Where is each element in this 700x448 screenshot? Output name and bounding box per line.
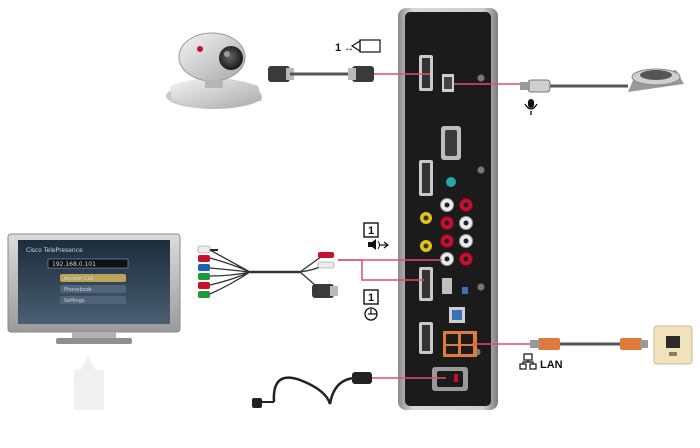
microphone-label-icon bbox=[524, 99, 538, 115]
video-box-number: 1 bbox=[368, 292, 374, 304]
screw bbox=[477, 74, 485, 82]
camera-icon bbox=[166, 32, 262, 109]
lan-cable bbox=[530, 338, 648, 350]
screen-menu-item bbox=[60, 296, 126, 304]
screw bbox=[477, 166, 485, 174]
audio-icon bbox=[368, 239, 389, 250]
screen-field: 192.168.0.101 bbox=[52, 261, 96, 268]
usb-port bbox=[442, 278, 452, 294]
audio-jack bbox=[446, 177, 456, 187]
screen-menu-item-0: Answer Call bbox=[64, 276, 93, 282]
audio-box-number: 1 bbox=[368, 225, 374, 237]
video-input-icon bbox=[364, 307, 378, 321]
lan-icon bbox=[519, 353, 537, 370]
camera-cable bbox=[268, 66, 374, 82]
monitor-icon: Cisco TelePresence 192.168.0.101 Answer … bbox=[7, 233, 181, 344]
screen-menu-item bbox=[60, 274, 126, 282]
microphone-cable bbox=[520, 79, 628, 93]
lan-text: LAN bbox=[540, 359, 563, 371]
power-plug-icon bbox=[252, 372, 372, 408]
audio-output-label: 1 bbox=[363, 222, 389, 250]
component-cable bbox=[197, 245, 338, 298]
screen-menu-item-1: Phonebook bbox=[64, 287, 92, 293]
wall-jack-icon bbox=[653, 325, 693, 365]
screen-menu-item bbox=[60, 285, 126, 293]
camera-port-label: 1 ↔ bbox=[335, 39, 381, 54]
video-camera-icon bbox=[359, 39, 381, 53]
lan-label: LAN bbox=[519, 353, 563, 371]
camera-port-number: 1 bbox=[335, 42, 341, 54]
screw bbox=[477, 283, 485, 291]
microphone-icon bbox=[628, 68, 684, 92]
video-input-label: 1 bbox=[363, 289, 379, 321]
screen-title: Cisco TelePresence bbox=[26, 247, 83, 254]
monitor-reflection bbox=[74, 356, 104, 410]
codec-rear-panel bbox=[398, 8, 498, 410]
usb-arrow-icon: ↔ bbox=[344, 43, 354, 54]
screen-menu-item-2: Settings bbox=[64, 298, 85, 304]
